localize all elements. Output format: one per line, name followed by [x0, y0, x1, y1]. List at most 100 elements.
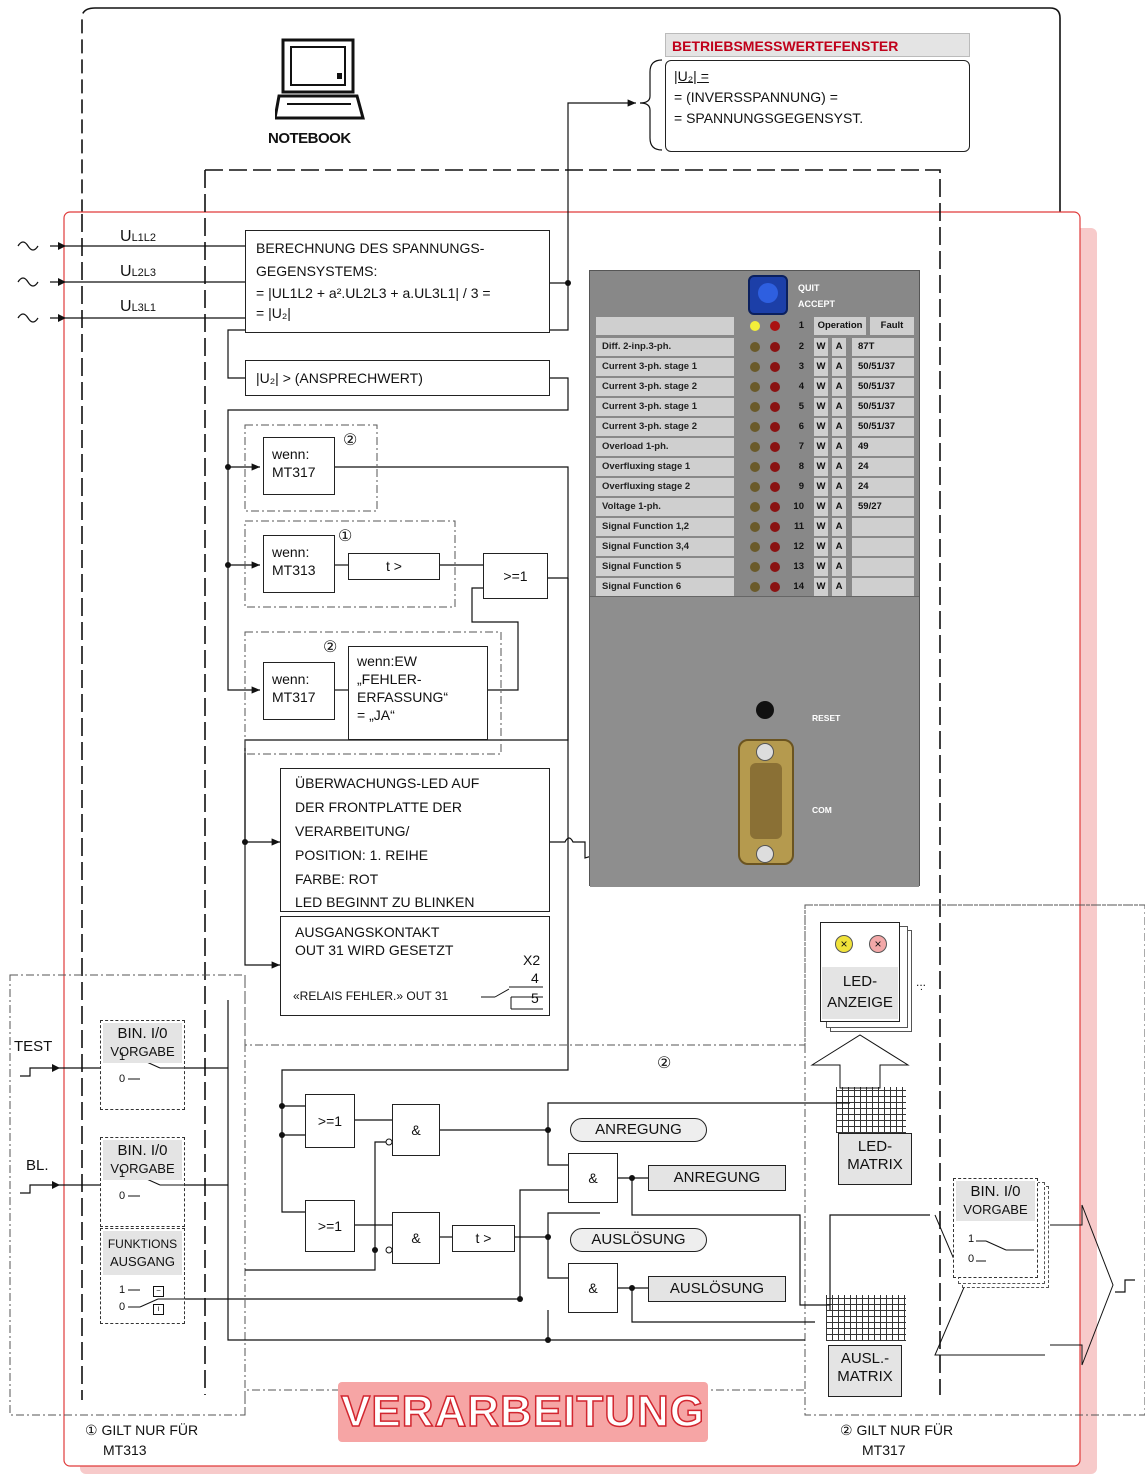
window-brace: [636, 58, 666, 153]
quit-button-cap: [758, 283, 778, 303]
led-row-label: Signal Function 6: [596, 578, 734, 596]
input-main: U: [120, 228, 132, 245]
right-bin-switch-icon: [976, 1235, 1036, 1265]
com-label: COM: [812, 805, 832, 815]
minus-icon: −: [153, 1286, 164, 1297]
led-row-label: Overfluxing stage 2: [596, 478, 734, 496]
out-relay: «RELAIS FEHLER.» OUT 31: [293, 989, 448, 1003]
quit-button[interactable]: [748, 275, 788, 315]
input-main: U: [120, 263, 132, 280]
panel-led-row: Current 3-ph. stage 13WA50/51/37: [590, 358, 920, 378]
right-bin-zero: 0: [968, 1253, 974, 1265]
panel-led-row: Overload 1-ph.7WA49: [590, 438, 920, 458]
note-2-line-1: ② GILT NUR FÜR: [840, 1421, 953, 1439]
led-display-label-box: LED- ANZEIGE: [822, 967, 898, 1019]
led-red-icon: [770, 542, 780, 552]
led-display: × × LED- ANZEIGE: [820, 922, 900, 1022]
led-row-w: W: [814, 398, 828, 416]
bin2-one: 1: [119, 1168, 125, 1180]
led-row-label: Overfluxing stage 1: [596, 458, 734, 476]
out-line-2: OUT 31 WIRD GESETZT: [295, 941, 535, 959]
ausl-matrix: AUSL.- MATRIX: [828, 1345, 902, 1397]
input-ul1l2: UL1L2: [120, 228, 156, 246]
mark-2-b: ②: [323, 637, 337, 657]
ew-line-1: wenn:EW: [357, 652, 479, 670]
output-contact-box: AUSGANGSKONTAKT OUT 31 WIRD GESETZT «REL…: [280, 916, 550, 1016]
led-row-fault: 50/51/37: [852, 378, 914, 396]
relay-contact-icon: [481, 977, 547, 1012]
mark-2-c: ②: [657, 1053, 671, 1073]
led-row-label: Current 3-ph. stage 1: [596, 358, 734, 376]
panel-led-row: Overfluxing stage 29WA24: [590, 478, 920, 498]
led-row-fault: 59/27: [852, 498, 914, 516]
led-row-fault: 24: [852, 458, 914, 476]
right-bin-io-panel: BIN. I/0 VORGABE 1 0: [953, 1178, 1038, 1278]
led-line-4: POSITION: 1. REIHE: [295, 843, 535, 867]
led-row-num: 10: [786, 498, 804, 516]
led-row-num: 3: [786, 358, 804, 376]
cond-mt: MT313: [272, 561, 326, 579]
header-fault: Fault: [870, 317, 914, 335]
led-amber-icon: [750, 562, 760, 572]
led-row-w: W: [814, 558, 828, 576]
led-row-w: W: [814, 498, 828, 516]
led-line-2: DER FRONTPLATTE DER: [295, 795, 535, 819]
cond-mt313: wenn: MT313: [263, 535, 335, 593]
led-row-label: Current 3-ph. stage 2: [596, 418, 734, 436]
ew-line-4: = „JA“: [357, 706, 479, 724]
led-amber-icon: [750, 382, 760, 392]
led-red-icon: [770, 382, 780, 392]
timer-logic: t >: [452, 1225, 515, 1252]
ausloesung-signal: AUSLÖSUNG: [570, 1228, 707, 1252]
function-output-panel: FUNKTIONS AUSGANG 1 0 − ı: [100, 1228, 185, 1324]
reset-button[interactable]: [756, 701, 774, 719]
window-line-2: = (INVERSSPANNUNG) =: [674, 88, 961, 106]
and-gate-1: &: [392, 1104, 440, 1156]
calc-line-4: = |U₂|: [256, 304, 539, 322]
led-row-label: Signal Function 3,4: [596, 538, 734, 556]
ausloesung-box: AUSLÖSUNG: [648, 1276, 786, 1302]
func-zero: 0: [119, 1301, 125, 1313]
reset-label: RESET: [812, 713, 840, 723]
led-row-w: W: [814, 418, 828, 436]
anregung-box: ANREGUNG: [648, 1165, 786, 1191]
led-monitor-box: ÜBERWACHUNGS-LED AUF DER FRONTPLATTE DER…: [280, 768, 550, 912]
mark-1: ①: [338, 526, 352, 546]
com-port-icon[interactable]: [738, 739, 794, 865]
led-matrix-grid: [836, 1087, 906, 1133]
led-row-a: A: [832, 578, 846, 596]
led-red-icon: [770, 422, 780, 432]
bin-io-panel-1: BIN. I/0 VORGABE 1 0: [100, 1020, 185, 1110]
cond-wenn: wenn:: [272, 445, 326, 463]
com-port-inner: [750, 763, 782, 839]
bin-io-panel-2: BIN. I/0 VORGABE 1 0: [100, 1137, 185, 1227]
led-row-num: 4: [786, 378, 804, 396]
led-amber-icon: [750, 402, 760, 412]
window-line-3: = SPANNUNGSGEGENSYST.: [674, 109, 961, 127]
led-red-icon: [770, 402, 780, 412]
out-line-1: AUSGANGSKONTAKT: [295, 923, 535, 941]
anregung-signal: ANREGUNG: [570, 1118, 707, 1142]
led-row-a: A: [832, 518, 846, 536]
bin1-one: 1: [119, 1051, 125, 1063]
calc-line-3: = |UL1L2 + a².UL2L3 + a.UL3L1| / 3 =: [256, 282, 539, 304]
panel-led-row: Voltage 1-ph.10WA59/27: [590, 498, 920, 518]
led-row-fault: 87T: [852, 338, 914, 356]
input-sub: L3L1: [132, 302, 156, 314]
led-row-w: W: [814, 378, 828, 396]
bin1-line-2: VORGABE: [103, 1043, 182, 1061]
led-row-fault: [852, 578, 914, 596]
accept-label: ACCEPT: [798, 299, 835, 309]
input-sub: L2L3: [132, 267, 156, 279]
timer-top: t >: [348, 553, 440, 580]
bin1-zero: 0: [119, 1073, 125, 1085]
led-row-label: Diff. 2-inp.3-ph.: [596, 338, 734, 356]
led-amber-icon: [750, 462, 760, 472]
led-line-6: LED BEGINNT ZU BLINKEN: [295, 891, 535, 913]
panel-header-row: 1 Operation Fault: [590, 317, 920, 337]
input-ul3l1: UL3L1: [120, 298, 156, 316]
led-amber-icon: [750, 342, 760, 352]
led-red-icon: [770, 562, 780, 572]
